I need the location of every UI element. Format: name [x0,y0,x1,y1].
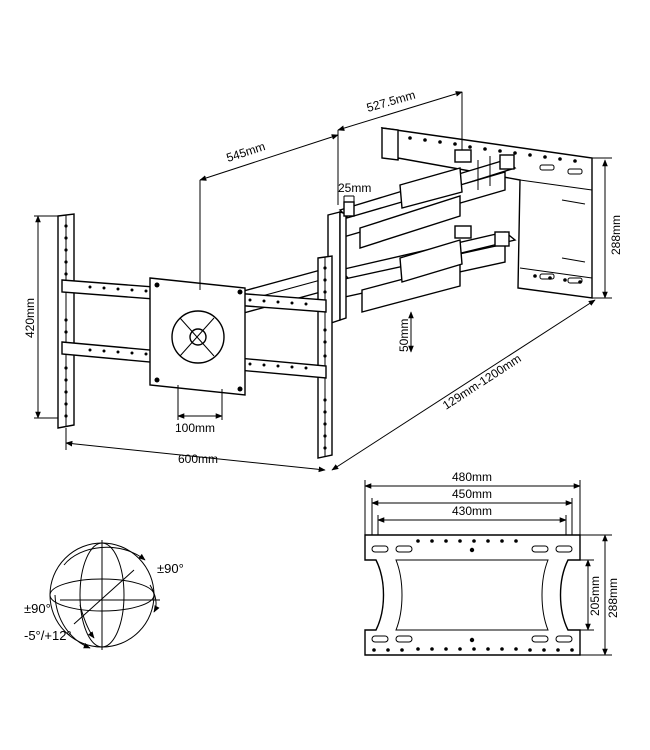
dim-600: 600mm [178,452,218,466]
upper-arm [338,149,517,249]
rotation-rotate-label: ±90° [24,601,51,616]
dim-129-1200: 129mm-1200mm [440,351,524,412]
detail-450: 450mm [452,487,492,501]
vesa-center-plate [149,277,246,396]
rotation-tilt-label: -5°/+12° [24,628,72,643]
tv-rail-right [317,255,333,459]
detail-288: 288mm [606,578,620,618]
detail-480: 480mm [452,470,492,484]
dim-420: 420mm [23,298,37,338]
wall-plate [380,127,593,299]
dim-545: 545mm [225,139,267,165]
dim-527-5: 527.5mm [365,88,417,115]
detail-430: 430mm [452,504,492,518]
wall-plate-detail [364,480,612,656]
rotation-sphere [49,540,160,650]
dim-288-right: 288mm [609,215,623,255]
dim-50: 50mm [397,319,411,352]
detail-205: 205mm [588,576,602,616]
dim-100: 100mm [175,421,215,435]
dimension-lines [34,91,612,473]
mount-assembly [57,127,593,459]
dim-25: 25mm [338,181,371,195]
tv-rail-left [57,213,75,429]
rotation-swivel-label: ±90° [157,561,184,576]
